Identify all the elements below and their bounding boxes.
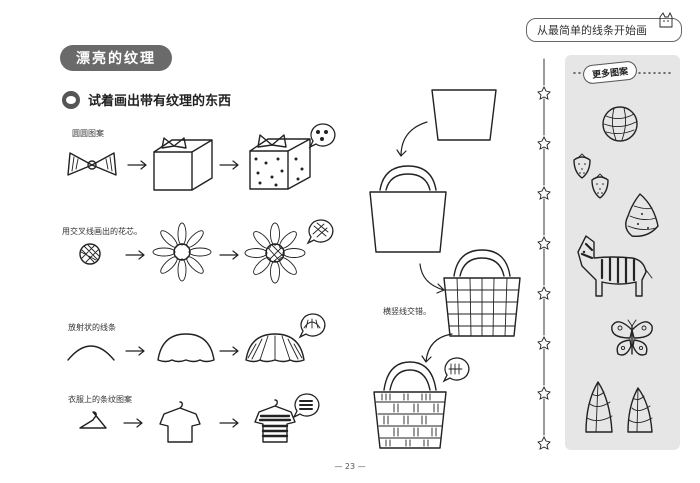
butterfly-drawing bbox=[611, 319, 653, 356]
paw-icon bbox=[62, 90, 80, 109]
crosshatch-circle-drawing bbox=[79, 243, 101, 265]
flower-textured-drawing bbox=[244, 222, 306, 284]
chapter-title: 从最简单的线条开始画 bbox=[537, 24, 647, 37]
bow-drawing bbox=[67, 152, 117, 176]
striped-shirt-drawing bbox=[254, 399, 296, 443]
curved-arrow-icon bbox=[421, 333, 453, 363]
bamboo-shoot-drawing bbox=[627, 387, 653, 433]
arrow-icon bbox=[125, 250, 145, 260]
hanger-drawing bbox=[79, 411, 107, 429]
speech-bubble-crosshatch bbox=[306, 219, 334, 245]
arrow-icon bbox=[219, 250, 239, 260]
trapezoid-drawing bbox=[431, 89, 497, 141]
page-number: — 23 — bbox=[334, 462, 366, 471]
curved-arrow-icon bbox=[419, 263, 445, 294]
strawberry-drawing bbox=[591, 173, 609, 199]
caption-basket: 横竖线交错。 bbox=[383, 307, 431, 316]
woven-basket-drawing bbox=[373, 361, 447, 449]
arrow-icon bbox=[127, 160, 147, 170]
arrow-icon bbox=[125, 346, 145, 356]
speech-bubble-weave bbox=[442, 357, 470, 383]
speech-bubble-stripes bbox=[292, 393, 320, 419]
arrow-icon bbox=[219, 346, 239, 356]
grid-basket-drawing bbox=[443, 249, 521, 337]
arrow-icon bbox=[219, 160, 239, 170]
basket-outline-drawing bbox=[369, 165, 447, 253]
mound-drawing bbox=[157, 333, 215, 363]
shell-drawing bbox=[245, 333, 305, 363]
cat-icon bbox=[659, 11, 673, 28]
arc-drawing bbox=[67, 345, 115, 361]
caption-flower: 用交叉线画出的花芯。 bbox=[62, 227, 142, 236]
caption-clothes: 衣服上的条纹图案 bbox=[68, 395, 132, 404]
bamboo-shoot-drawing bbox=[585, 381, 613, 433]
chapter-header: 从最简单的线条开始画 bbox=[526, 11, 682, 42]
speech-bubble-shell bbox=[298, 313, 326, 339]
subtitle-row: 试着画出带有纹理的东西 bbox=[62, 90, 231, 109]
arrow-icon bbox=[219, 418, 239, 428]
subtitle-text: 试着画出带有纹理的东西 bbox=[88, 94, 232, 109]
caption-radial: 放射状的线条 bbox=[68, 323, 116, 332]
shirt-drawing bbox=[159, 401, 201, 443]
zebra-drawing bbox=[577, 235, 653, 297]
seashell-drawing bbox=[625, 193, 659, 237]
speech-bubble-dots bbox=[308, 123, 336, 149]
dotted-gift-drawing bbox=[249, 134, 311, 190]
arrow-icon bbox=[123, 418, 143, 428]
caption-bow: 圆圆图案 bbox=[72, 129, 104, 138]
flower-outline-drawing bbox=[152, 222, 212, 282]
strawberry-drawing bbox=[573, 153, 591, 179]
section-label: 漂亮的纹理 bbox=[60, 45, 172, 71]
plain-box-drawing bbox=[153, 137, 213, 191]
curved-arrow-icon bbox=[396, 121, 428, 157]
yarn-ball-drawing bbox=[602, 106, 638, 142]
star-divider bbox=[537, 58, 551, 450]
